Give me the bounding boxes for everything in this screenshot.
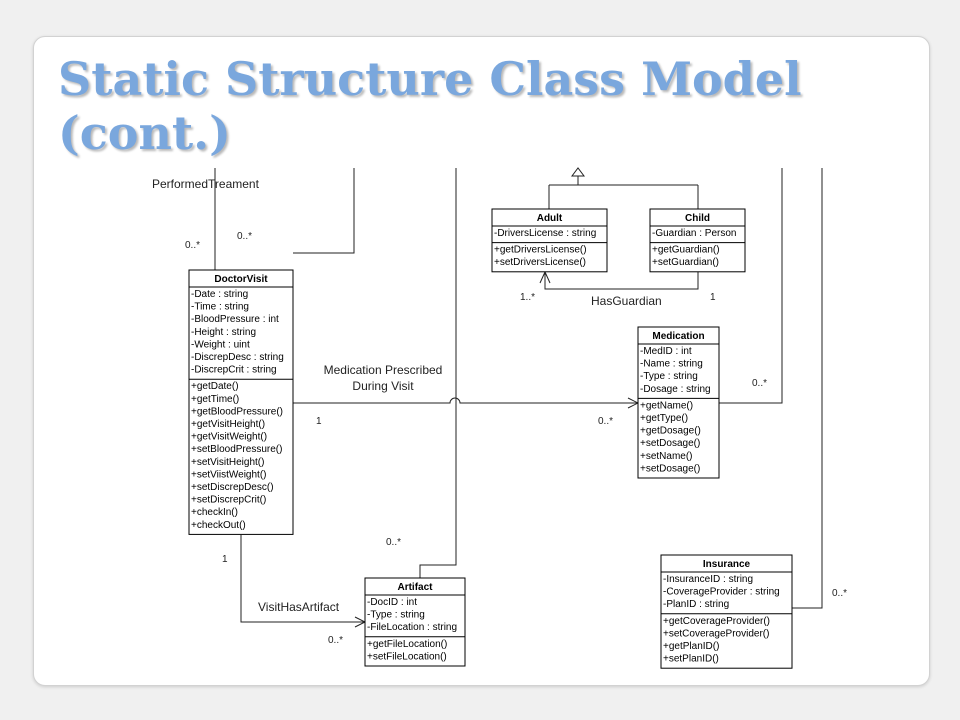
class-medication-operation: +getDosage()	[640, 426, 701, 437]
class-artifact-box	[364, 577, 466, 667]
class-doctorvisit-operation: +getTime()	[191, 394, 239, 405]
has-guardian-line	[544, 272, 699, 290]
class-insurance-operation: +getPlanID()	[663, 641, 719, 652]
class-adult-box	[491, 208, 608, 273]
class-medication-box	[637, 326, 720, 479]
class-artifact-operation: +setFileLocation()	[367, 651, 447, 662]
class-medication-operation: +getType()	[640, 413, 688, 424]
multiplicity-visit-artifact-source: 1	[222, 554, 228, 565]
class-medication-attribute: -MedID : int	[640, 346, 692, 357]
multiplicity-visit-artifact-target: 0..*	[328, 635, 343, 646]
multiplicity-artifact-top: 0..*	[386, 537, 401, 548]
class-medication-operation: +setDosage()	[640, 463, 700, 474]
multiplicity-performed-right: 0..*	[237, 231, 252, 242]
slide-title-line-1: Static Structure Class Model	[58, 52, 802, 106]
class-adult-operation: +setDriversLicense()	[494, 257, 586, 268]
visit-has-artifact-line	[240, 535, 365, 623]
insurance-right-line	[792, 168, 823, 609]
multiplicity-guardian-child: 1	[710, 292, 716, 303]
medication-prescribed-label-2: During Visit	[352, 379, 414, 393]
class-doctorvisit-attribute: -Date : string	[191, 289, 248, 300]
class-doctorvisit-operation: +checkOut()	[191, 520, 246, 531]
class-doctorvisit-operation: +getDate()	[191, 381, 239, 392]
class-insurance-operation: +setPlanID()	[663, 654, 719, 665]
class-adult-name: Adult	[537, 213, 563, 224]
class-insurance-name: Insurance	[703, 559, 751, 570]
class-child-name: Child	[685, 213, 710, 224]
multiplicity-visit-med-source: 1	[316, 416, 322, 427]
class-child: Child -Guardian : Person +getGuardian()+se…	[649, 208, 746, 273]
class-insurance-attribute: -CoverageProvider : string	[663, 587, 780, 598]
class-doctorvisit-name: DoctorVisit	[214, 274, 268, 285]
multiplicity-guardian-adult: 1..*	[520, 292, 535, 303]
class-doctorvisit-operation: +checkIn()	[191, 507, 238, 518]
class-doctorvisit-box	[188, 269, 294, 535]
artifact-upper-line	[419, 168, 457, 578]
class-medication-name: Medication	[652, 331, 704, 342]
class-doctorvisit-operation: +setVisitHeight()	[191, 457, 264, 468]
visit-has-artifact-label: VisitHasArtifact	[258, 600, 340, 614]
class-artifact-name: Artifact	[397, 582, 433, 593]
class-child-operation: +getGuardian()	[652, 245, 720, 256]
class-adult-operation: +getDriversLicense()	[494, 245, 587, 256]
class-artifact: Artifact -DocID : int -Type : string-FileL…	[364, 577, 466, 667]
class-medication-operation: +setName()	[640, 451, 693, 462]
class-doctorvisit-attribute: -Weight : uint	[191, 339, 250, 350]
class-child-attribute: -Guardian : Person	[652, 228, 737, 239]
slide-title-line-2: (cont.)	[58, 106, 231, 160]
class-medication: Medication -MedID : int -Name : string-Typ…	[637, 326, 720, 479]
class-artifact-attribute: -Type : string	[367, 610, 425, 621]
multiplicity-medication-right: 0..*	[752, 378, 767, 389]
medication-prescribed-label-1: Medication Prescribed	[324, 363, 443, 377]
class-child-box	[649, 208, 746, 273]
performed-treatment-label: PerformedTreament	[152, 177, 260, 191]
class-insurance-attribute: -PlanID : string	[663, 599, 729, 610]
class-doctorvisit-operation: +getBloodPressure()	[191, 406, 283, 417]
class-artifact-attribute: -DocID : int	[367, 597, 417, 608]
class-doctorvisit-attribute: -Time : string	[191, 302, 249, 313]
class-doctorvisit-operation: +getVisitHeight()	[191, 419, 265, 430]
generalization-triangle	[571, 167, 585, 177]
class-insurance-operation: +getCoverageProvider()	[663, 616, 770, 627]
class-artifact-operation: +getFileLocation()	[367, 639, 447, 650]
class-doctorvisit-operation: +setDiscrepCrit()	[191, 495, 266, 506]
class-doctorvisit-attribute: -DiscrepDesc : string	[191, 352, 284, 363]
medication-right-line	[719, 168, 783, 404]
class-doctorvisit-operation: +setBloodPressure()	[191, 444, 282, 455]
slide-title: Static Structure Class Model (cont.)	[58, 52, 802, 160]
association-labels: PerformedTreament 0..* 0..* Medication P…	[152, 177, 847, 646]
medication-prescribed-line	[293, 397, 638, 404]
class-insurance-operation: +setCoverageProvider()	[663, 628, 769, 639]
class-child-operation: +setGuardian()	[652, 257, 719, 268]
class-boxes: DoctorVisit-Date : string-Time : string-…	[188, 208, 793, 669]
multiplicity-visit-med-target: 0..*	[598, 416, 613, 427]
class-medication-operation: +getName()	[640, 400, 693, 411]
class-medication-attribute: -Type : string	[640, 371, 698, 382]
performed-treatment-line-right	[293, 168, 355, 254]
class-adult-attribute: -DriversLicense : string	[494, 228, 596, 239]
class-medication-operation: +setDosage()	[640, 438, 700, 449]
class-doctorvisit-operation: +setViistWeight()	[191, 469, 267, 480]
class-doctorvisit-attribute: -BloodPressure : int	[191, 314, 279, 325]
connectors	[214, 167, 823, 628]
class-adult: Adult -DriversLicense : string +getDrivers…	[491, 208, 608, 273]
class-artifact-attribute: -FileLocation : string	[367, 622, 457, 633]
class-doctorvisit-operation: +setDiscrepDesc()	[191, 482, 274, 493]
class-insurance: Insurance -InsuranceID : string -CoverageP…	[660, 554, 793, 669]
class-doctorvisit-attribute: -Height : string	[191, 327, 256, 338]
class-doctorvisit: DoctorVisit-Date : string-Time : string-…	[188, 269, 294, 535]
class-doctorvisit-operation: +getVisitWeight()	[191, 432, 267, 443]
class-medication-attribute: -Dosage : string	[640, 384, 711, 395]
has-guardian-label: HasGuardian	[591, 294, 662, 308]
class-insurance-box	[660, 554, 793, 669]
multiplicity-insurance-right: 0..*	[832, 588, 847, 599]
multiplicity-performed-left: 0..*	[185, 240, 200, 251]
class-medication-attribute: -Name : string	[640, 359, 703, 370]
class-doctorvisit-attribute: -DiscrepCrit : string	[191, 365, 277, 376]
class-insurance-attribute: -InsuranceID : string	[663, 574, 753, 585]
